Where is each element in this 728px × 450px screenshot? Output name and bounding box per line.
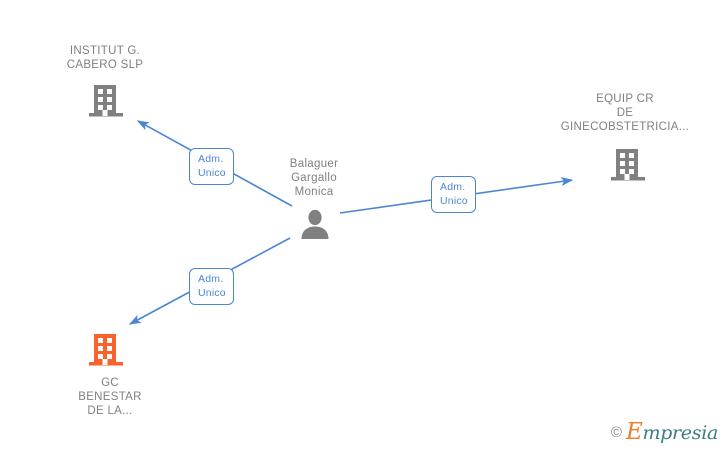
edge-label-to-institut[interactable]: Adm. Unico [189,148,234,185]
brand-rest: mpresia [642,422,718,444]
graph-node-equip-cr-de-ginecobstetricia[interactable]: EQUIP CR DE GINECOBSTETRICIA... [545,92,705,134]
empresia-watermark: © Empresia [611,421,718,444]
node-label-balaguer-gargallo-monica: Balaguer Gargallo Monica [289,158,339,198]
node-label-gc-benestar-de-la: GC BENESTAR DE LA... [78,377,142,417]
graph-node-balaguer-gargallo-monica[interactable]: Balaguer Gargallo Monica [234,157,394,199]
node-label-equip-cr-de-ginecobstetricia: EQUIP CR DE GINECOBSTETRICIA... [560,93,690,133]
brand-initial: E [625,419,643,445]
person-icon[interactable] [297,209,333,241]
copyright-icon: © [610,424,622,441]
building-icon[interactable] [86,82,126,122]
node-label-institut-g-cabero-slp: INSTITUT G. CABERO SLP [66,45,144,71]
graph-node-gc-benestar-de-la[interactable]: GC BENESTAR DE LA... [30,376,190,418]
building-icon[interactable] [86,331,126,371]
building-icon[interactable] [608,146,648,186]
brand-name: Empresia [626,421,718,444]
edge-label-to-gc-benestar[interactable]: Adm. Unico [189,268,234,305]
graph-node-institut-g-cabero-slp[interactable]: INSTITUT G. CABERO SLP [25,44,185,72]
edge-label-to-equip-cr[interactable]: Adm. Unico [431,176,476,213]
